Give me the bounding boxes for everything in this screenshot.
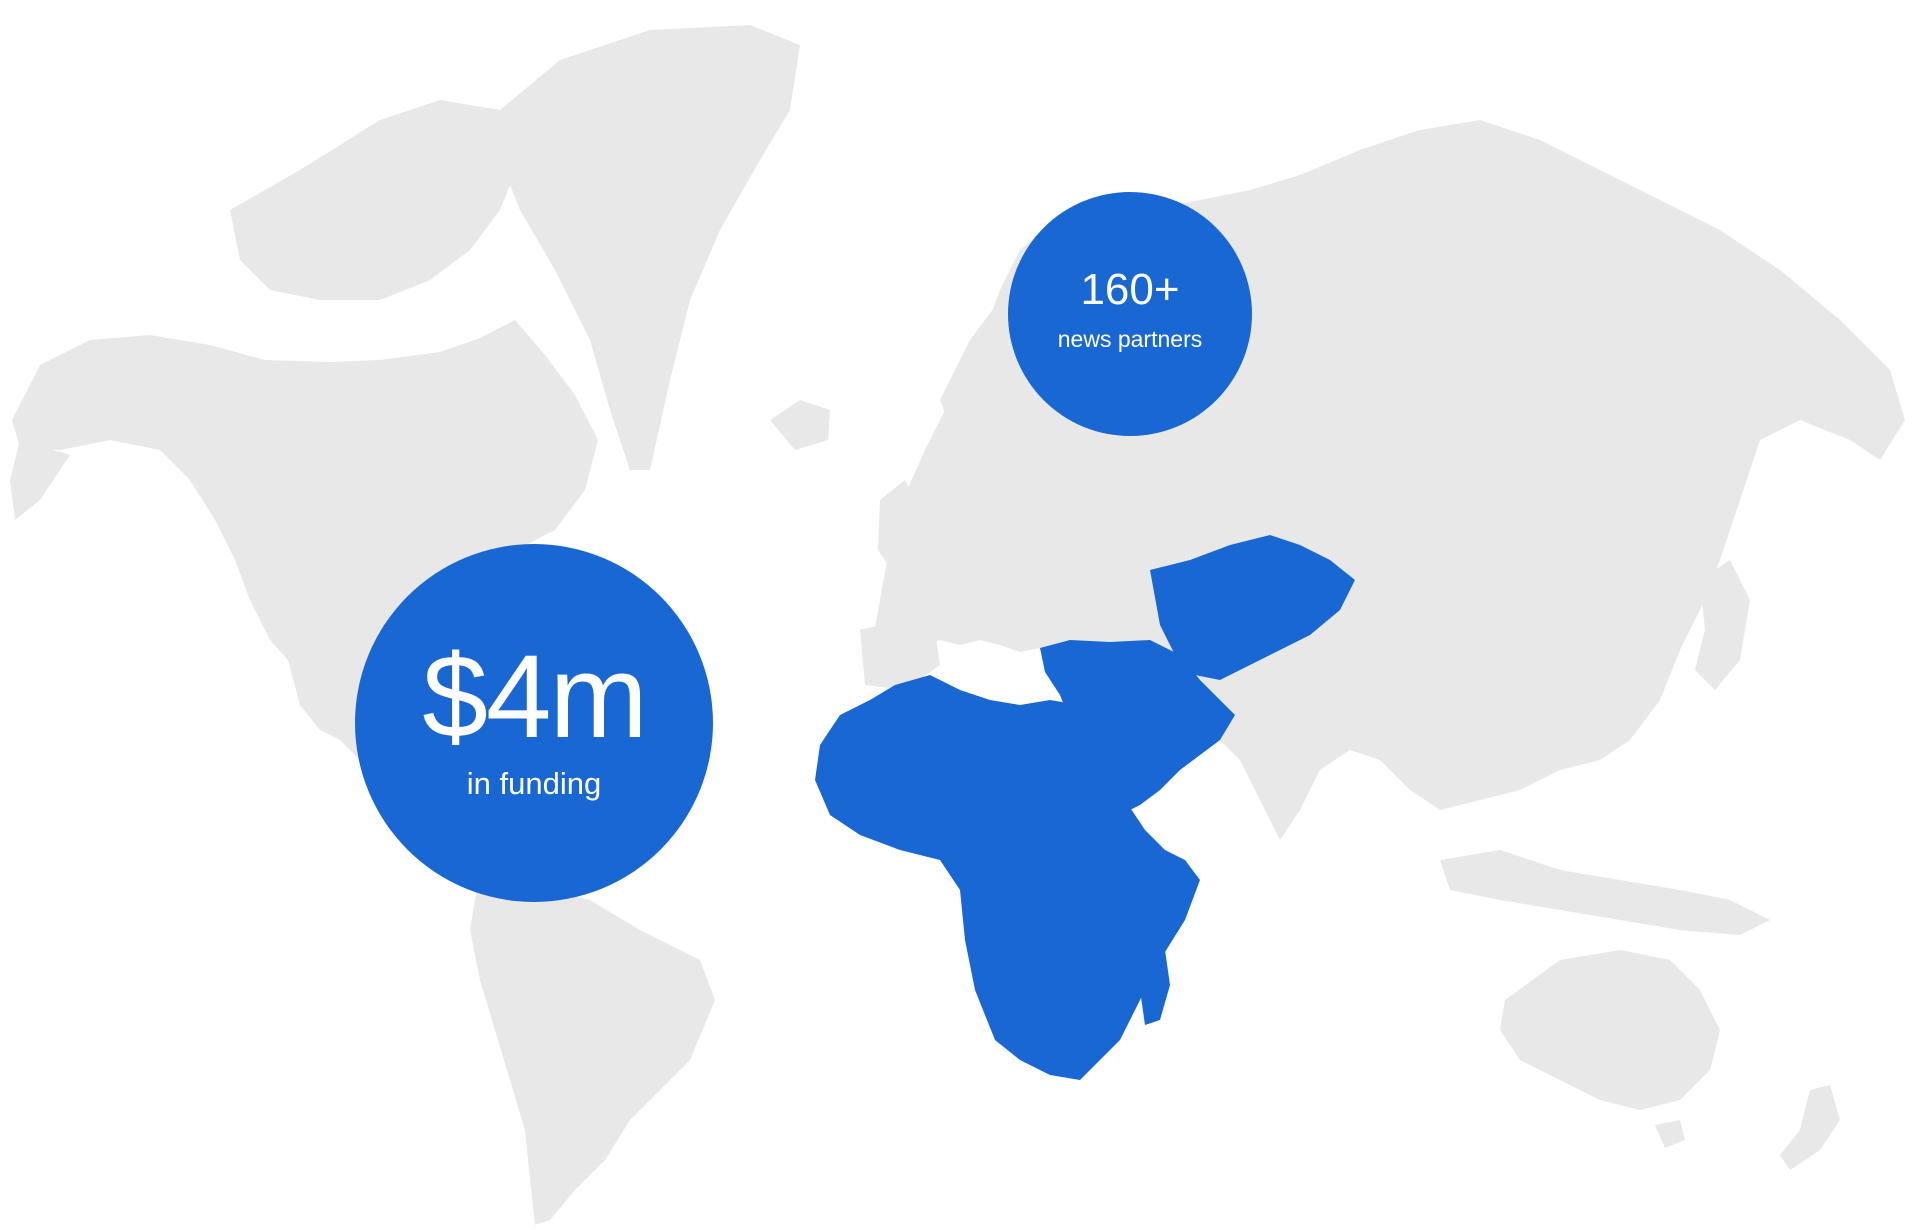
alaska-peninsula: [10, 440, 70, 520]
news-partners-bubble: 160+ news partners: [1008, 192, 1252, 436]
tasmania: [1655, 1120, 1685, 1148]
news-partners-label: news partners: [1057, 325, 1203, 352]
iberia: [860, 620, 940, 690]
funding-bubble: $4m in funding: [355, 544, 713, 902]
madagascar: [1140, 950, 1170, 1025]
maritime-southeast-asia: [1440, 850, 1770, 935]
iceland: [770, 400, 830, 450]
arctic-archipelago: [230, 100, 520, 300]
central-asia: [1150, 535, 1355, 680]
middle-east: [1040, 640, 1235, 815]
news-partners-value: 160+: [1080, 264, 1180, 314]
north-america: [12, 320, 598, 810]
funding-label: in funding: [466, 766, 602, 801]
new-zealand: [1780, 1085, 1840, 1170]
greenland: [500, 25, 800, 470]
south-america: [470, 870, 715, 1225]
japan: [1695, 560, 1750, 690]
british-isles: [878, 480, 920, 575]
funding-value: $4m: [422, 631, 648, 763]
australia: [1500, 950, 1720, 1110]
